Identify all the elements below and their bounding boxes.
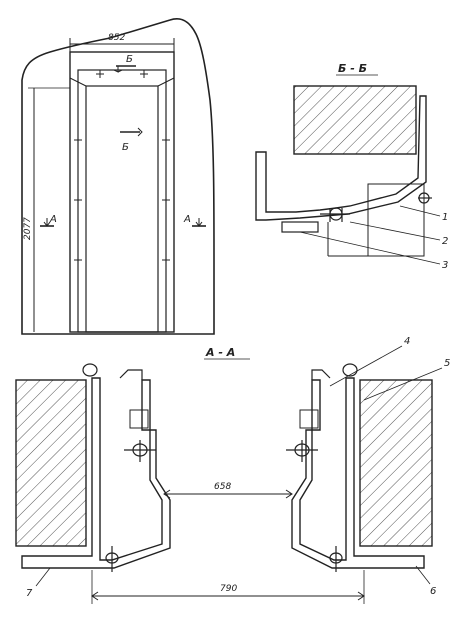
inner-dimension-label: 658 bbox=[214, 482, 231, 492]
section-bolts bbox=[82, 363, 358, 572]
section-marker-a: А А bbox=[40, 214, 206, 227]
height-dimension-label: 2077 bbox=[23, 217, 33, 240]
outer-dimension-label: 790 bbox=[220, 584, 237, 594]
width-dimension: 852 bbox=[69, 33, 175, 52]
callout-1: 1 bbox=[442, 212, 448, 223]
callout-3: 3 bbox=[442, 260, 448, 271]
height-dimension: 2077 bbox=[23, 87, 70, 332]
section-marker-b-top: Б bbox=[126, 54, 133, 65]
door-leaf-edge bbox=[367, 183, 425, 257]
left-wall bbox=[15, 379, 87, 547]
frame-profile bbox=[255, 95, 427, 221]
wall-outline bbox=[21, 18, 215, 335]
elevation-view: 852 2077 Б Б А А bbox=[21, 18, 215, 335]
frame-rebate bbox=[77, 69, 167, 333]
section-b-b: Б - Б 1 2 3 bbox=[255, 62, 448, 271]
section-marker-b: Б Б bbox=[113, 54, 143, 153]
inner-dimension: 658 bbox=[163, 482, 293, 499]
callout-5: 5 bbox=[444, 358, 450, 369]
concrete-wall bbox=[293, 85, 417, 155]
right-wall bbox=[359, 379, 433, 547]
callout-7: 7 bbox=[26, 588, 33, 599]
section-marker-a-right: А bbox=[183, 214, 191, 225]
fastener-marks bbox=[74, 70, 170, 264]
callout-6: 6 bbox=[430, 586, 436, 597]
outer-dimension: 790 bbox=[91, 570, 365, 604]
width-dimension-label: 852 bbox=[108, 33, 125, 43]
section-marker-a-left: А bbox=[49, 214, 57, 225]
callout-2: 2 bbox=[442, 236, 448, 247]
door-opening bbox=[85, 85, 159, 333]
section-a-a: А - А 658 bbox=[15, 336, 450, 604]
left-frame-profile bbox=[21, 377, 171, 569]
bolt-fastener bbox=[320, 192, 432, 222]
section-a-title: А - А bbox=[205, 346, 235, 359]
section-marker-b-mid: Б bbox=[122, 142, 129, 153]
callout-4: 4 bbox=[404, 336, 410, 347]
section-b-title: Б - Б bbox=[338, 62, 367, 75]
